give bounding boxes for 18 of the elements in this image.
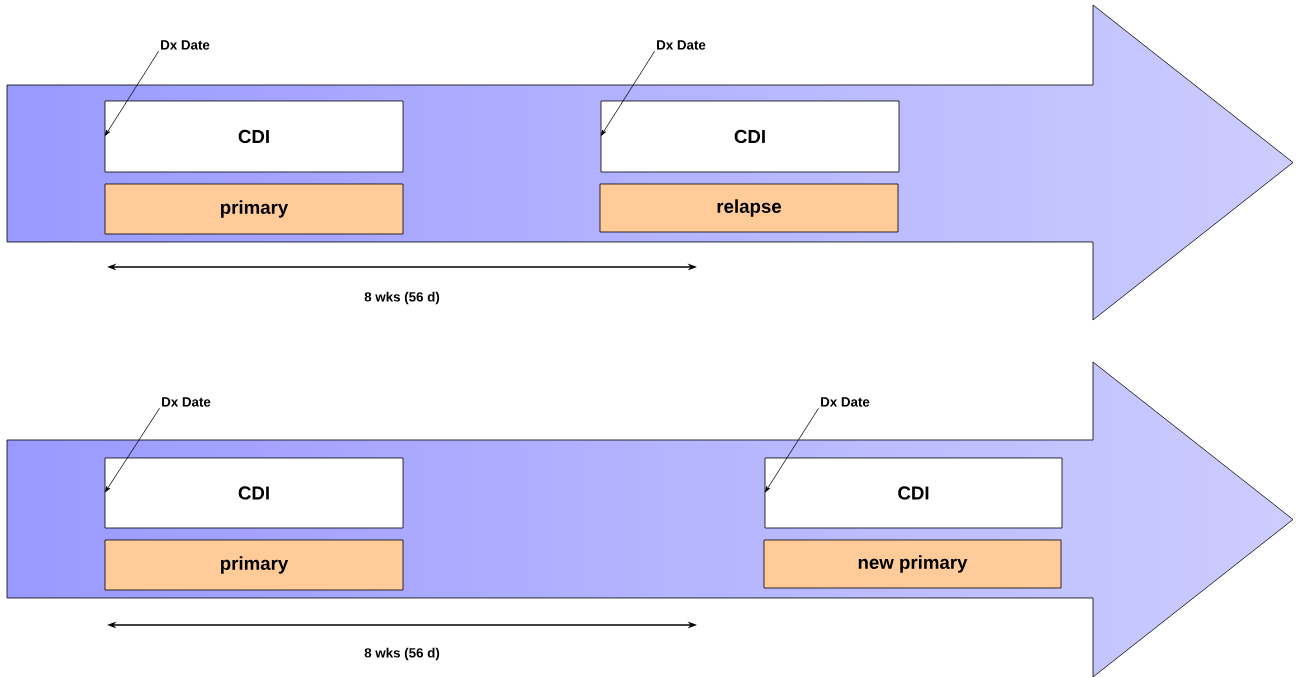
label-box: CDI [764, 457, 1063, 529]
label-box: CDI [600, 100, 900, 173]
date-label: Dx Date [821, 397, 870, 407]
dimension-label: 8 wks (56 d) [364, 291, 440, 305]
leader-line [104, 50, 159, 136]
leader-line [104, 407, 160, 493]
status-box: primary [104, 183, 404, 235]
date-label: Dx Date [161, 40, 210, 50]
status-box: primary [104, 539, 404, 591]
status-box: relapse [599, 183, 899, 233]
dimension-label: 8 wks (56 d) [364, 647, 440, 661]
label-box: CDI [104, 100, 404, 173]
status-box: new primary [763, 539, 1062, 589]
label-box: CDI [104, 457, 404, 529]
date-label: Dx Date [657, 40, 706, 50]
date-label: Dx Date [162, 397, 211, 407]
leader-line [600, 50, 655, 136]
leader-line [764, 407, 819, 493]
